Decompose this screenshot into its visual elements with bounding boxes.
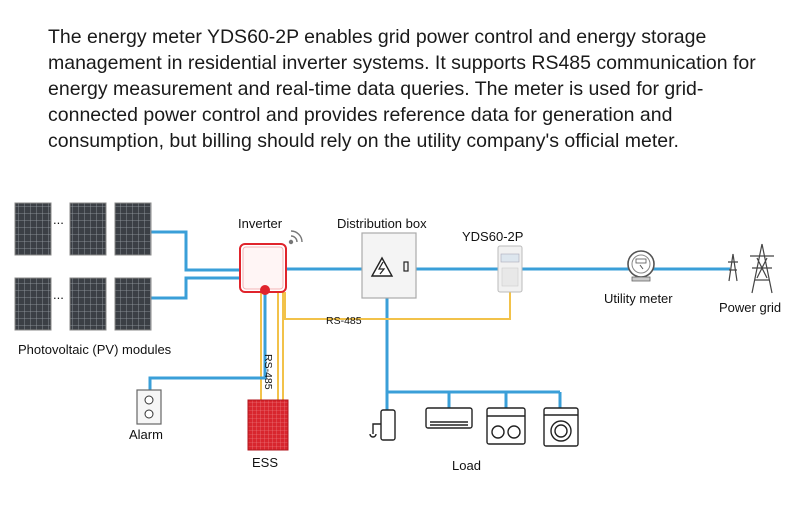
description-paragraph: The energy meter YDS60-2P enables grid p… bbox=[48, 24, 788, 154]
system-diagram: Inverter Distribution box YDS60-2P Utili… bbox=[0, 178, 800, 478]
distribution-box-icon bbox=[361, 232, 417, 299]
rs485-vertical-label: RS-485 bbox=[262, 354, 274, 390]
power-grid-label: Power grid bbox=[719, 300, 782, 315]
power-lines bbox=[150, 230, 730, 410]
wifi-icon bbox=[288, 230, 303, 245]
alarm-icon bbox=[136, 389, 162, 425]
alarm-line bbox=[148, 292, 267, 390]
diagram-canvas bbox=[14, 202, 774, 451]
ess-label: ESS bbox=[252, 455, 279, 470]
pv-ellipsis-top: ... bbox=[53, 212, 64, 227]
air-conditioner-icon bbox=[425, 407, 473, 429]
rs485-horizontal-label: RS-485 bbox=[326, 315, 362, 327]
transmission-tower-icon bbox=[728, 243, 774, 294]
pv-top-line bbox=[150, 230, 242, 272]
din-meter-icon bbox=[497, 245, 523, 293]
utility-meter-icon bbox=[627, 250, 655, 282]
rs485-horizontal-line bbox=[284, 290, 511, 320]
meter-model-label: YDS60-2P bbox=[462, 229, 524, 244]
inverter-label: Inverter bbox=[238, 216, 283, 231]
comm-lines bbox=[260, 290, 511, 400]
battery-icon bbox=[247, 399, 289, 451]
pv-panel-icon bbox=[14, 202, 152, 331]
distribution-box-label: Distribution box bbox=[337, 216, 427, 231]
inverter-icon bbox=[239, 243, 287, 295]
washing-machine-icon bbox=[543, 407, 579, 447]
alarm-label: Alarm bbox=[129, 427, 163, 442]
pv-modules-label: Photovoltaic (PV) modules bbox=[18, 342, 172, 357]
description-text: The energy meter YDS60-2P enables grid p… bbox=[48, 26, 756, 152]
load-label: Load bbox=[452, 458, 481, 473]
water-heater-icon bbox=[369, 409, 396, 441]
utility-meter-label: Utility meter bbox=[604, 291, 673, 306]
pv-ellipsis-bottom: ... bbox=[53, 287, 64, 302]
breaker-icon bbox=[370, 256, 394, 277]
pv-bottom-line bbox=[150, 276, 242, 300]
dishwasher-icon bbox=[486, 407, 526, 445]
